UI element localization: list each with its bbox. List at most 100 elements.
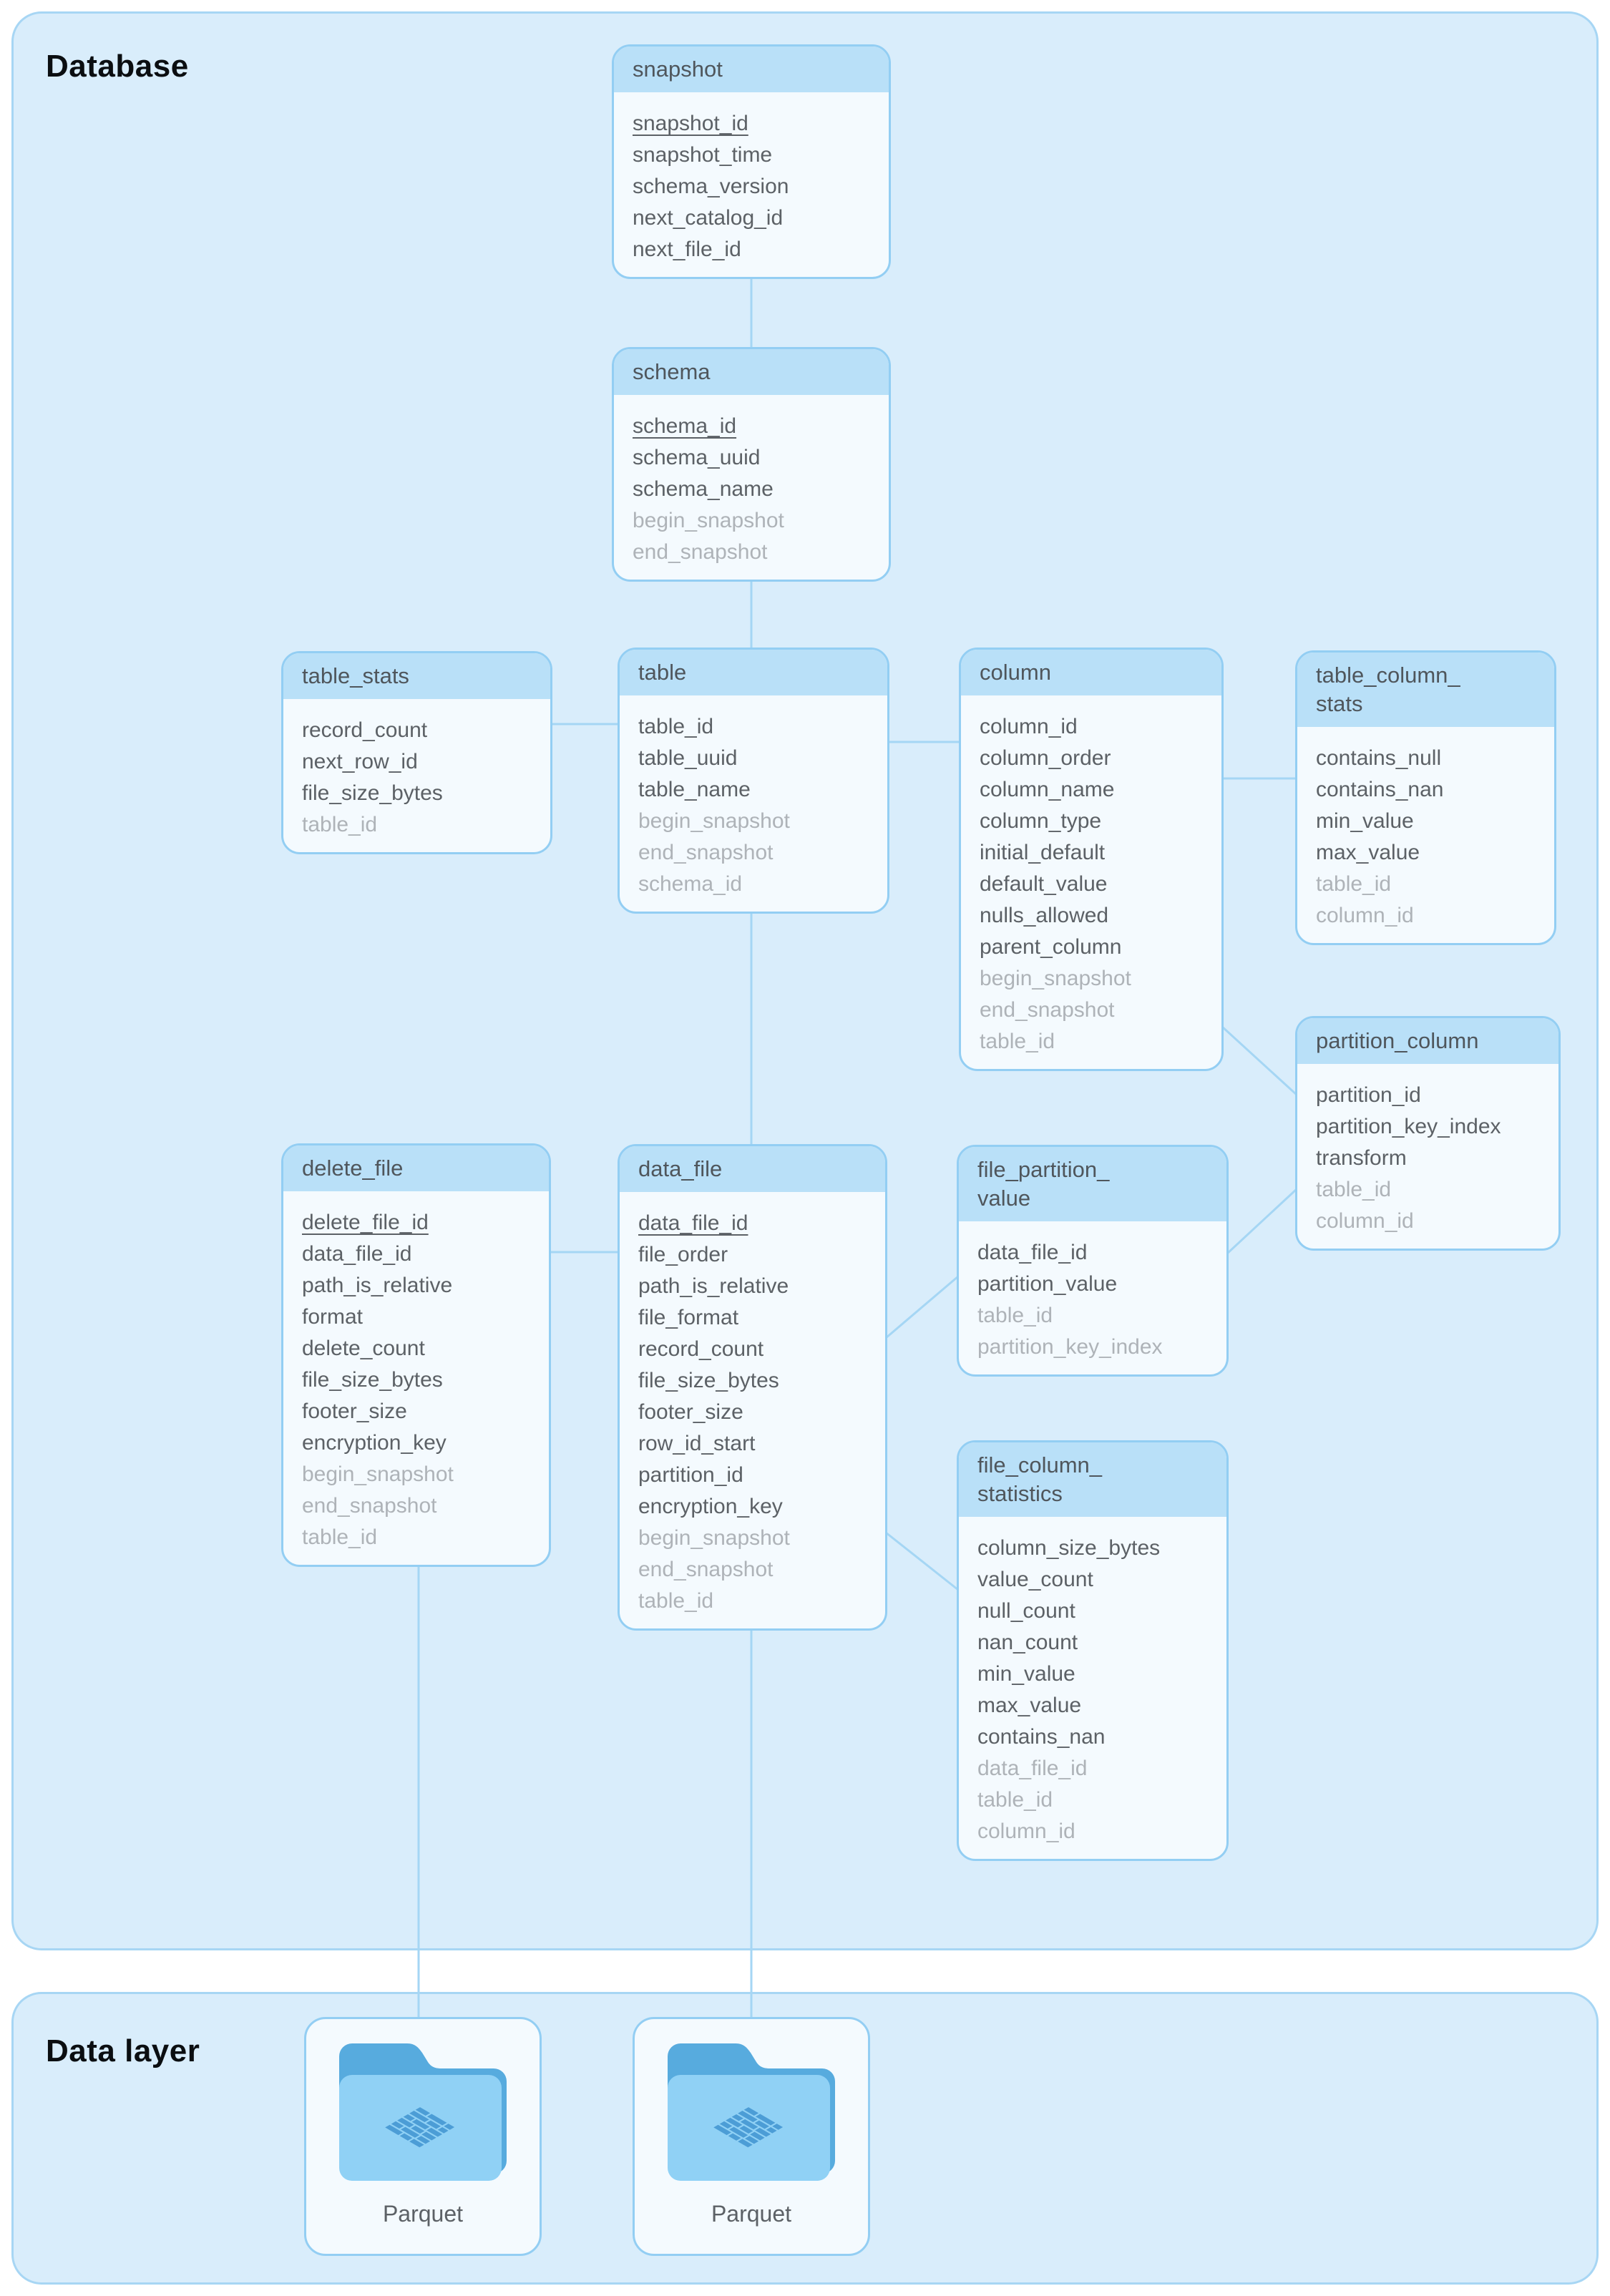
field-table_id: table_id xyxy=(638,715,714,738)
field-min_value: min_value xyxy=(1316,809,1414,833)
parquet-folder-icon xyxy=(339,2043,507,2181)
field-partition_id: partition_id xyxy=(1316,1083,1421,1107)
field-end_snapshot: end_snapshot xyxy=(638,841,774,864)
parquet-label: Parquet xyxy=(382,2201,464,2227)
field-file_format: file_format xyxy=(638,1306,739,1329)
relationship-data_file-file_partition_value xyxy=(885,1275,959,1339)
field-data_file_id: data_file_id xyxy=(302,1242,412,1266)
field-row_id_start: row_id_start xyxy=(638,1432,756,1455)
entity-title: table_stats xyxy=(283,653,550,699)
field-end_snapshot: end_snapshot xyxy=(633,540,768,564)
field-contains_null: contains_null xyxy=(1316,746,1442,770)
field-table_id: table_id xyxy=(977,1304,1053,1327)
field-table_id: table_id xyxy=(302,813,378,836)
entity-title: table xyxy=(620,650,887,695)
entity-title: delete_file xyxy=(283,1145,549,1191)
field-footer_size: footer_size xyxy=(638,1400,743,1424)
field-table_id: table_id xyxy=(980,1030,1055,1053)
field-begin_snapshot: begin_snapshot xyxy=(638,1526,790,1550)
parquet-label: Parquet xyxy=(711,2201,792,2227)
field-column_type: column_type xyxy=(980,809,1102,833)
field-record_count: record_count xyxy=(638,1337,764,1361)
entity-fields: contains_null contains_nan min_value max_va… xyxy=(1297,727,1554,943)
field-table_id: table_id xyxy=(302,1525,378,1549)
field-schema_id: schema_id xyxy=(638,872,743,896)
entity-title: snapshot xyxy=(614,47,889,92)
field-column_id: column_id xyxy=(977,1819,1075,1843)
entity-fields: delete_file_id data_file_id path_is_relati… xyxy=(283,1191,549,1565)
field-schema_version: schema_version xyxy=(633,175,789,198)
parquet-card-2: Parquet xyxy=(633,2017,870,2256)
field-encryption_key: encryption_key xyxy=(302,1431,447,1455)
field-next_catalog_id: next_catalog_id xyxy=(633,206,784,230)
field-max_value: max_value xyxy=(977,1694,1082,1717)
field-begin_snapshot: begin_snapshot xyxy=(302,1462,454,1486)
field-max_value: max_value xyxy=(1316,841,1420,864)
field-partition_value: partition_value xyxy=(977,1272,1118,1296)
field-path_is_relative: path_is_relative xyxy=(638,1274,789,1298)
field-contains_nan: contains_nan xyxy=(977,1725,1106,1749)
field-contains_nan: contains_nan xyxy=(1316,778,1444,801)
field-next_file_id: next_file_id xyxy=(633,238,741,261)
field-delete_file_id: delete_file_id xyxy=(302,1211,429,1234)
field-table_name: table_name xyxy=(638,778,751,801)
field-column_id: column_id xyxy=(980,715,1078,738)
field-file_size_bytes: file_size_bytes xyxy=(638,1369,779,1392)
relationship-data_file-file_column_statistics xyxy=(885,1531,959,1591)
field-file_size_bytes: file_size_bytes xyxy=(302,781,443,805)
field-default_value: default_value xyxy=(980,872,1108,896)
field-schema_uuid: schema_uuid xyxy=(633,446,761,469)
field-next_row_id: next_row_id xyxy=(302,750,418,773)
field-data_file_id: data_file_id xyxy=(638,1211,748,1235)
field-footer_size: footer_size xyxy=(302,1399,407,1423)
field-file_size_bytes: file_size_bytes xyxy=(302,1368,443,1392)
field-table_id: table_id xyxy=(977,1788,1053,1812)
field-partition_key_index: partition_key_index xyxy=(1316,1115,1501,1138)
field-partition_key_index: partition_key_index xyxy=(977,1335,1163,1359)
field-partition_id: partition_id xyxy=(638,1463,743,1487)
field-initial_default: initial_default xyxy=(980,841,1106,864)
field-end_snapshot: end_snapshot xyxy=(638,1558,774,1581)
field-column_order: column_order xyxy=(980,746,1111,770)
field-parent_column: parent_column xyxy=(980,935,1122,959)
field-column_id: column_id xyxy=(1316,1209,1414,1233)
field-end_snapshot: end_snapshot xyxy=(980,998,1115,1022)
entity-title: file_column_ statistics xyxy=(959,1442,1226,1517)
field-begin_snapshot: begin_snapshot xyxy=(980,967,1131,990)
field-min_value: min_value xyxy=(977,1662,1075,1686)
field-delete_count: delete_count xyxy=(302,1337,425,1360)
field-begin_snapshot: begin_snapshot xyxy=(633,509,784,532)
relationship-file_partition_value-partition_column xyxy=(1226,1188,1298,1255)
field-table_id: table_id xyxy=(1316,872,1392,896)
entity-title: schema xyxy=(614,349,889,395)
field-schema_id: schema_id xyxy=(633,414,737,438)
field-data_file_id: data_file_id xyxy=(977,1757,1088,1780)
field-null_count: null_count xyxy=(977,1599,1075,1623)
database-label: Database xyxy=(46,49,189,84)
field-path_is_relative: path_is_relative xyxy=(302,1274,453,1297)
field-transform: transform xyxy=(1316,1146,1407,1170)
field-end_snapshot: end_snapshot xyxy=(302,1494,437,1518)
field-column_id: column_id xyxy=(1316,904,1414,927)
field-snapshot_time: snapshot_time xyxy=(633,143,773,167)
field-file_order: file_order xyxy=(638,1243,728,1266)
field-format: format xyxy=(302,1305,364,1329)
field-table_uuid: table_uuid xyxy=(638,746,738,770)
field-nulls_allowed: nulls_allowed xyxy=(980,904,1109,927)
field-column_size_bytes: column_size_bytes xyxy=(977,1536,1161,1560)
